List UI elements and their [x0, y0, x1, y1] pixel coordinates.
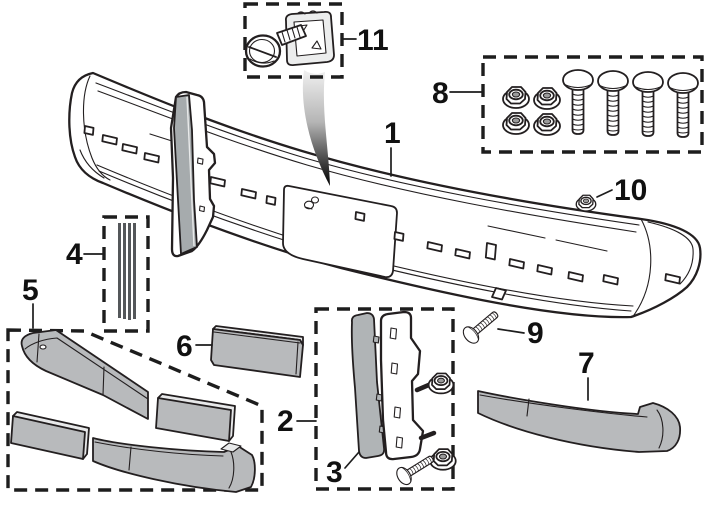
callout-leaders	[32, 38, 613, 469]
pad-long-bottom	[92, 437, 256, 493]
callout-6: 6	[176, 330, 193, 363]
flange-nut-icon	[427, 372, 455, 395]
install-direction-arrow	[302, 70, 330, 186]
insert-strip-lines	[118, 223, 136, 320]
flange-nut-icons	[502, 86, 561, 136]
pad-upper-small	[155, 393, 236, 442]
carriage-bolt-9-icon	[459, 305, 504, 347]
callout-numbers: 1 2 3 4 5 6 7 8 9 10 11	[22, 24, 647, 489]
carriage-bolt-icons	[562, 69, 699, 138]
right-end-impact-pad	[477, 390, 681, 453]
callout-11: 11	[357, 24, 389, 57]
hardware-kit-box	[481, 55, 704, 154]
hex-screw-icon	[244, 24, 307, 68]
leader-9	[497, 328, 525, 334]
corner-pad-left	[20, 329, 149, 420]
callout-3: 3	[326, 456, 343, 489]
guard-backing-bracket	[379, 310, 437, 461]
pad-lower-small	[10, 411, 90, 460]
insert-strip-kit-box	[102, 215, 150, 333]
callout-10: 10	[614, 174, 647, 207]
flange-nut-10-icon	[575, 194, 597, 212]
center-impact-pad	[210, 325, 304, 378]
bumper-bar-drawing	[68, 71, 702, 319]
leader-3	[344, 451, 360, 469]
plate-screw-icon	[303, 196, 320, 210]
callout-5: 5	[22, 274, 39, 307]
impact-pad-kit-box	[6, 328, 264, 493]
screw-retainer-kit-box	[243, 2, 344, 79]
callout-4: 4	[66, 238, 83, 271]
guard-rub-strip-3	[350, 312, 386, 459]
callout-8: 8	[432, 77, 449, 110]
callout-1: 1	[384, 117, 401, 150]
bumper-guard-bracket-drawing	[169, 90, 217, 258]
callout-2: 2	[277, 405, 294, 438]
leader-10	[596, 189, 613, 198]
license-plate-recess	[282, 184, 398, 279]
callout-9: 9	[527, 317, 544, 350]
guard-hardware-group-box	[314, 307, 457, 491]
callout-7: 7	[578, 347, 595, 380]
